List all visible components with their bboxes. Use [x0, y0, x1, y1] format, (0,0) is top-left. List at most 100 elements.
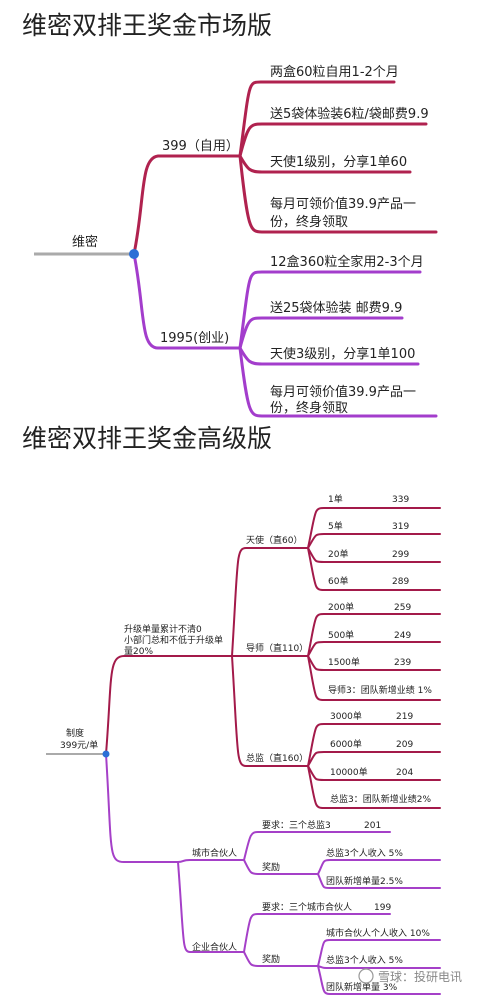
root1-label: 维密	[72, 234, 98, 250]
branch-b-connector	[132, 252, 242, 350]
leaf-a1: 两盒60粒自用1-2个月	[270, 64, 399, 80]
tianshi-row3-line	[307, 547, 441, 563]
leaf-b1-line	[238, 270, 422, 350]
leaf-a2-line	[238, 122, 428, 158]
zongjian-label: 总监（直160）	[246, 752, 308, 764]
daoshi-row1-line	[307, 613, 441, 657]
leaf-a4-line	[238, 154, 438, 234]
watermark-snowball-icon	[358, 968, 374, 984]
daoshi-row3-line	[307, 655, 441, 671]
daoshi-row4-line	[307, 655, 441, 701]
branch-a-label: 399（自用）	[162, 139, 239, 154]
tianshi-label: 天使（直60）	[246, 534, 302, 546]
zongjian-row2-count: 6000单	[330, 738, 362, 750]
city-req-value: 201	[364, 821, 381, 831]
leaf-b3: 天使3级别，分享1单100	[270, 346, 415, 362]
daoshi-row3-count: 1500单	[328, 656, 360, 668]
zongjian-row4-line	[307, 765, 441, 809]
zongjian-row3-price: 204	[396, 768, 413, 778]
enterprise-reward1: 城市合伙人个人收入 10%	[326, 927, 430, 939]
branch-b-label: 1995(创业)	[160, 331, 229, 346]
daoshi-label: 导师（直110）	[246, 642, 308, 654]
daoshi-note: 导师3：团队新增业绩 1%	[328, 684, 432, 696]
enterprise-reward-line	[243, 951, 319, 967]
watermark: 雪球：投研电讯	[358, 968, 462, 984]
city-reward1: 总监3个人收入 5%	[326, 847, 403, 859]
city-reward-line	[243, 859, 319, 875]
tianshi-row2-price: 319	[392, 522, 409, 532]
daoshi-row2-price: 249	[394, 631, 411, 641]
tianshi-row3-count: 20单	[328, 548, 348, 560]
leaf-b1: 12盒360粒全家用2-3个月	[270, 254, 424, 270]
leaf-a3: 天使1级别，分享1单60	[270, 154, 407, 170]
branch-partner-connector	[105, 753, 179, 863]
enterprise-reward-label: 奖励	[262, 953, 280, 965]
leaf-b2: 送25袋体验装 邮费9.9	[270, 300, 402, 316]
leaf-b4-line	[238, 346, 438, 418]
enterprise-connector	[177, 861, 245, 953]
zongjian-row2-price: 209	[396, 740, 413, 750]
tianshi-row2-count: 5单	[328, 520, 343, 532]
root1-node	[129, 249, 139, 259]
leaf-a2: 送5袋体验装6粒/袋邮费9.9	[270, 106, 429, 122]
city-reward2-line	[317, 873, 441, 889]
note-line3: 量20%	[124, 646, 153, 657]
branch-a-connector	[132, 154, 242, 256]
tianshi-row4-price: 289	[392, 577, 409, 587]
leaf-b3-line	[238, 346, 420, 366]
root2-node	[102, 750, 110, 758]
zongjian-row1-count: 3000单	[330, 710, 362, 722]
leaf-a1-line	[238, 80, 396, 158]
city-req-line	[243, 831, 391, 861]
city-reward-label: 奖励	[262, 861, 280, 873]
leaf-b4-line1: 每月可领价值39.9产品一	[270, 384, 416, 400]
tianshi-row3-price: 299	[392, 550, 409, 560]
enterprise-reward3-line	[317, 965, 441, 995]
enterprise-reward2: 总监3个人收入 5%	[326, 954, 403, 966]
leaf-a4-line1: 每月可领价值39.9产品一	[270, 196, 416, 212]
zongjian-connector	[231, 655, 309, 767]
enterprise-reward1-line	[317, 939, 441, 967]
section2-title: 维密双排王奖金高级版	[22, 424, 272, 453]
city-req-label: 要求：三个总监3	[262, 819, 331, 831]
daoshi-row2-count: 500单	[328, 629, 354, 641]
root2-label-line1: 制度	[66, 727, 84, 739]
tianshi-row4-line	[307, 547, 441, 591]
enterprise-label: 企业合伙人	[192, 941, 237, 953]
zongjian-note: 总监3：团队新增业绩2%	[330, 793, 431, 805]
branch-system-connector	[105, 655, 233, 755]
enterprise-reward3: 团队新增单量 3%	[326, 981, 398, 993]
leaf-b4-line2: 份，终身领取	[270, 400, 348, 416]
watermark-text: 雪球：投研电讯	[378, 969, 462, 984]
daoshi-row1-count: 200单	[328, 601, 354, 613]
root2-label-line2: 399元/单	[60, 739, 98, 751]
zongjian-row3-line	[307, 765, 441, 781]
city-connector	[177, 859, 245, 863]
city-reward1-line	[317, 859, 441, 875]
enterprise-req-line	[243, 913, 391, 953]
city-label: 城市合伙人	[192, 847, 237, 859]
daoshi-row3-price: 239	[394, 658, 411, 668]
daoshi-row2-line	[307, 641, 441, 657]
leaf-a3-line	[238, 154, 412, 174]
zongjian-row3-count: 10000单	[330, 766, 368, 778]
zongjian-row2-line	[307, 751, 441, 767]
tianshi-connector	[231, 547, 309, 657]
note-line1: 升级单量累计不清0	[124, 623, 202, 635]
leaf-a4-line2: 份，终身领取	[270, 214, 348, 230]
tianshi-row1-count: 1单	[328, 493, 343, 505]
city-reward2: 团队新增单量2.5%	[326, 875, 403, 887]
tianshi-row2-line	[307, 533, 441, 549]
leaf-b2-line	[238, 316, 404, 350]
zongjian-row1-price: 219	[396, 712, 413, 722]
enterprise-reward2-line	[317, 965, 441, 969]
daoshi-row1-price: 259	[394, 603, 411, 613]
enterprise-req-value: 199	[374, 903, 391, 913]
zongjian-row1-line	[307, 723, 441, 767]
note-line2: 小部门总和不低于升级单	[124, 634, 223, 646]
tianshi-row1-price: 339	[392, 495, 409, 505]
tianshi-row1-line	[307, 507, 441, 549]
enterprise-req-label: 要求：三个城市合伙人	[262, 901, 352, 913]
section1-title: 维密双排王奖金市场版	[22, 11, 272, 40]
